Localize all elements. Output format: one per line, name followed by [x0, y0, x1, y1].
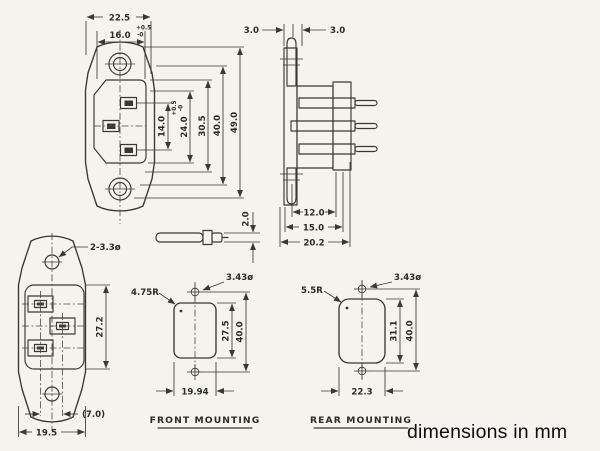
- dim-cutout-width: 22.3: [321, 367, 403, 398]
- dim-width-opening: 16.0 +0.5 -0: [96, 26, 151, 79]
- rear-mounting-view: 3.43ø 5.5R 31.1 40.0 22.3 REAR MOUNTING: [301, 273, 421, 429]
- tolerance-minus: -0: [179, 105, 185, 111]
- dim-label: 3.0: [244, 26, 259, 36]
- recess-outline: [93, 79, 147, 164]
- callout-mount-holes: 2-3.3ø: [58, 243, 121, 258]
- callout-radius: 4.75R: [131, 288, 176, 305]
- pin-detail: 2.0: [155, 211, 260, 263]
- tolerance-minus: -0: [137, 33, 143, 39]
- dim-label-24: 24.0: [180, 116, 190, 137]
- dim-label-pin-span: 14.0: [158, 116, 168, 137]
- dim-flange-thickness: 3.0 3.0: [244, 24, 345, 46]
- dim-label: 31.1: [390, 320, 400, 341]
- callout-label: 3.43ø: [394, 273, 421, 283]
- dim-hole-pitch: 40.0: [370, 288, 420, 372]
- dim-cutout-width: 19.94: [156, 362, 234, 398]
- mount-hole-top: [187, 284, 203, 300]
- front-view: 22.5 16.0 +0.5 -0 14: [84, 14, 244, 224]
- dim-label-49: 49.0: [230, 112, 240, 133]
- units-note: dimensions in mm: [407, 421, 567, 443]
- callout-label: 5.5R: [301, 286, 323, 296]
- dim-label-40: 40.0: [213, 115, 223, 136]
- dim-label: (7.0): [82, 410, 105, 420]
- view-label: REAR MOUNTING: [310, 415, 412, 426]
- mark-dot: [345, 306, 349, 310]
- callout-hole: 3.43ø: [202, 273, 253, 291]
- dim-body-width: 19.5: [18, 406, 86, 439]
- callout-label: 4.75R: [131, 288, 159, 298]
- dim-pin-pitch: (7.0): [25, 410, 105, 420]
- mount-hole-top: [354, 281, 370, 297]
- body-column: [332, 81, 352, 171]
- dim-label: 40.0: [236, 321, 246, 342]
- tolerance-plus: +0.5: [172, 100, 178, 115]
- dim-label: 19.94: [181, 388, 208, 398]
- dim-cutout-height: 27.5: [217, 302, 236, 359]
- pin-section-top: [298, 97, 378, 109]
- dim-body-height: 27.2: [86, 284, 110, 370]
- screw-top: [286, 37, 297, 87]
- dim-label-20-2: 20.2: [303, 239, 324, 249]
- view-title: REAR MOUNTING: [310, 415, 412, 429]
- mount-hole-bottom: [187, 364, 203, 380]
- pin-tip: [211, 232, 223, 243]
- mark-dot: [179, 309, 183, 313]
- mount-hole-bottom: [354, 363, 370, 379]
- view-label: FRONT MOUNTING: [150, 415, 261, 426]
- dim-label: 40.0: [406, 320, 416, 341]
- body-outline: [24, 284, 85, 370]
- dim-label: 22.5: [109, 14, 130, 24]
- dim-label: 2.0: [242, 211, 252, 226]
- dim-label: 19.5: [36, 429, 57, 439]
- view-title: FRONT MOUNTING: [150, 415, 261, 429]
- dim-label-15: 15.0: [303, 224, 324, 234]
- dim-label: 16.0: [109, 31, 130, 41]
- dim-label: 27.2: [96, 316, 106, 337]
- pin-neutral: [119, 143, 138, 157]
- side-view: 3.0 3.0 12.0 15.0 20.2: [244, 24, 378, 249]
- rear-view: 2-3.3ø 27.2 (7.0) 19.5: [17, 233, 121, 439]
- dim-cutout-height: 31.1: [386, 298, 404, 364]
- pin-earth: [119, 96, 138, 110]
- dim-pin-width: 2.0: [224, 211, 260, 263]
- dim-hole-pitch: 40.0: [203, 291, 250, 373]
- pin-section-middle: [290, 120, 378, 132]
- screw-bottom: [286, 167, 297, 205]
- dim-label-30-5: 30.5: [198, 115, 208, 136]
- front-mounting-view: 3.43ø 4.75R 27.5 40.0 19.94 FRONT MOUNTI…: [131, 273, 261, 429]
- dim-width-overall: 22.5: [85, 14, 152, 74]
- dim-stack-right: 14.0 +0.5 -0 24.0 30.5 40.0 49.0: [134, 46, 244, 199]
- dim-label-12: 12.0: [303, 209, 324, 219]
- pin-rod: [155, 232, 204, 243]
- callout-hole: 3.43ø: [369, 273, 421, 289]
- dim-label: 22.3: [351, 388, 372, 398]
- callout-radius: 5.5R: [301, 286, 342, 303]
- dim-body-depths: 12.0 15.0 20.2: [279, 162, 351, 249]
- callout-label: 3.43ø: [226, 273, 253, 283]
- pin-section-bottom: [298, 143, 378, 155]
- pin-collar: [202, 229, 213, 246]
- dim-label: 3.0: [330, 26, 345, 36]
- dim-label: 27.5: [222, 320, 232, 341]
- tolerance-plus: +0.5: [136, 26, 151, 32]
- callout-label: 2-3.3ø: [90, 243, 121, 253]
